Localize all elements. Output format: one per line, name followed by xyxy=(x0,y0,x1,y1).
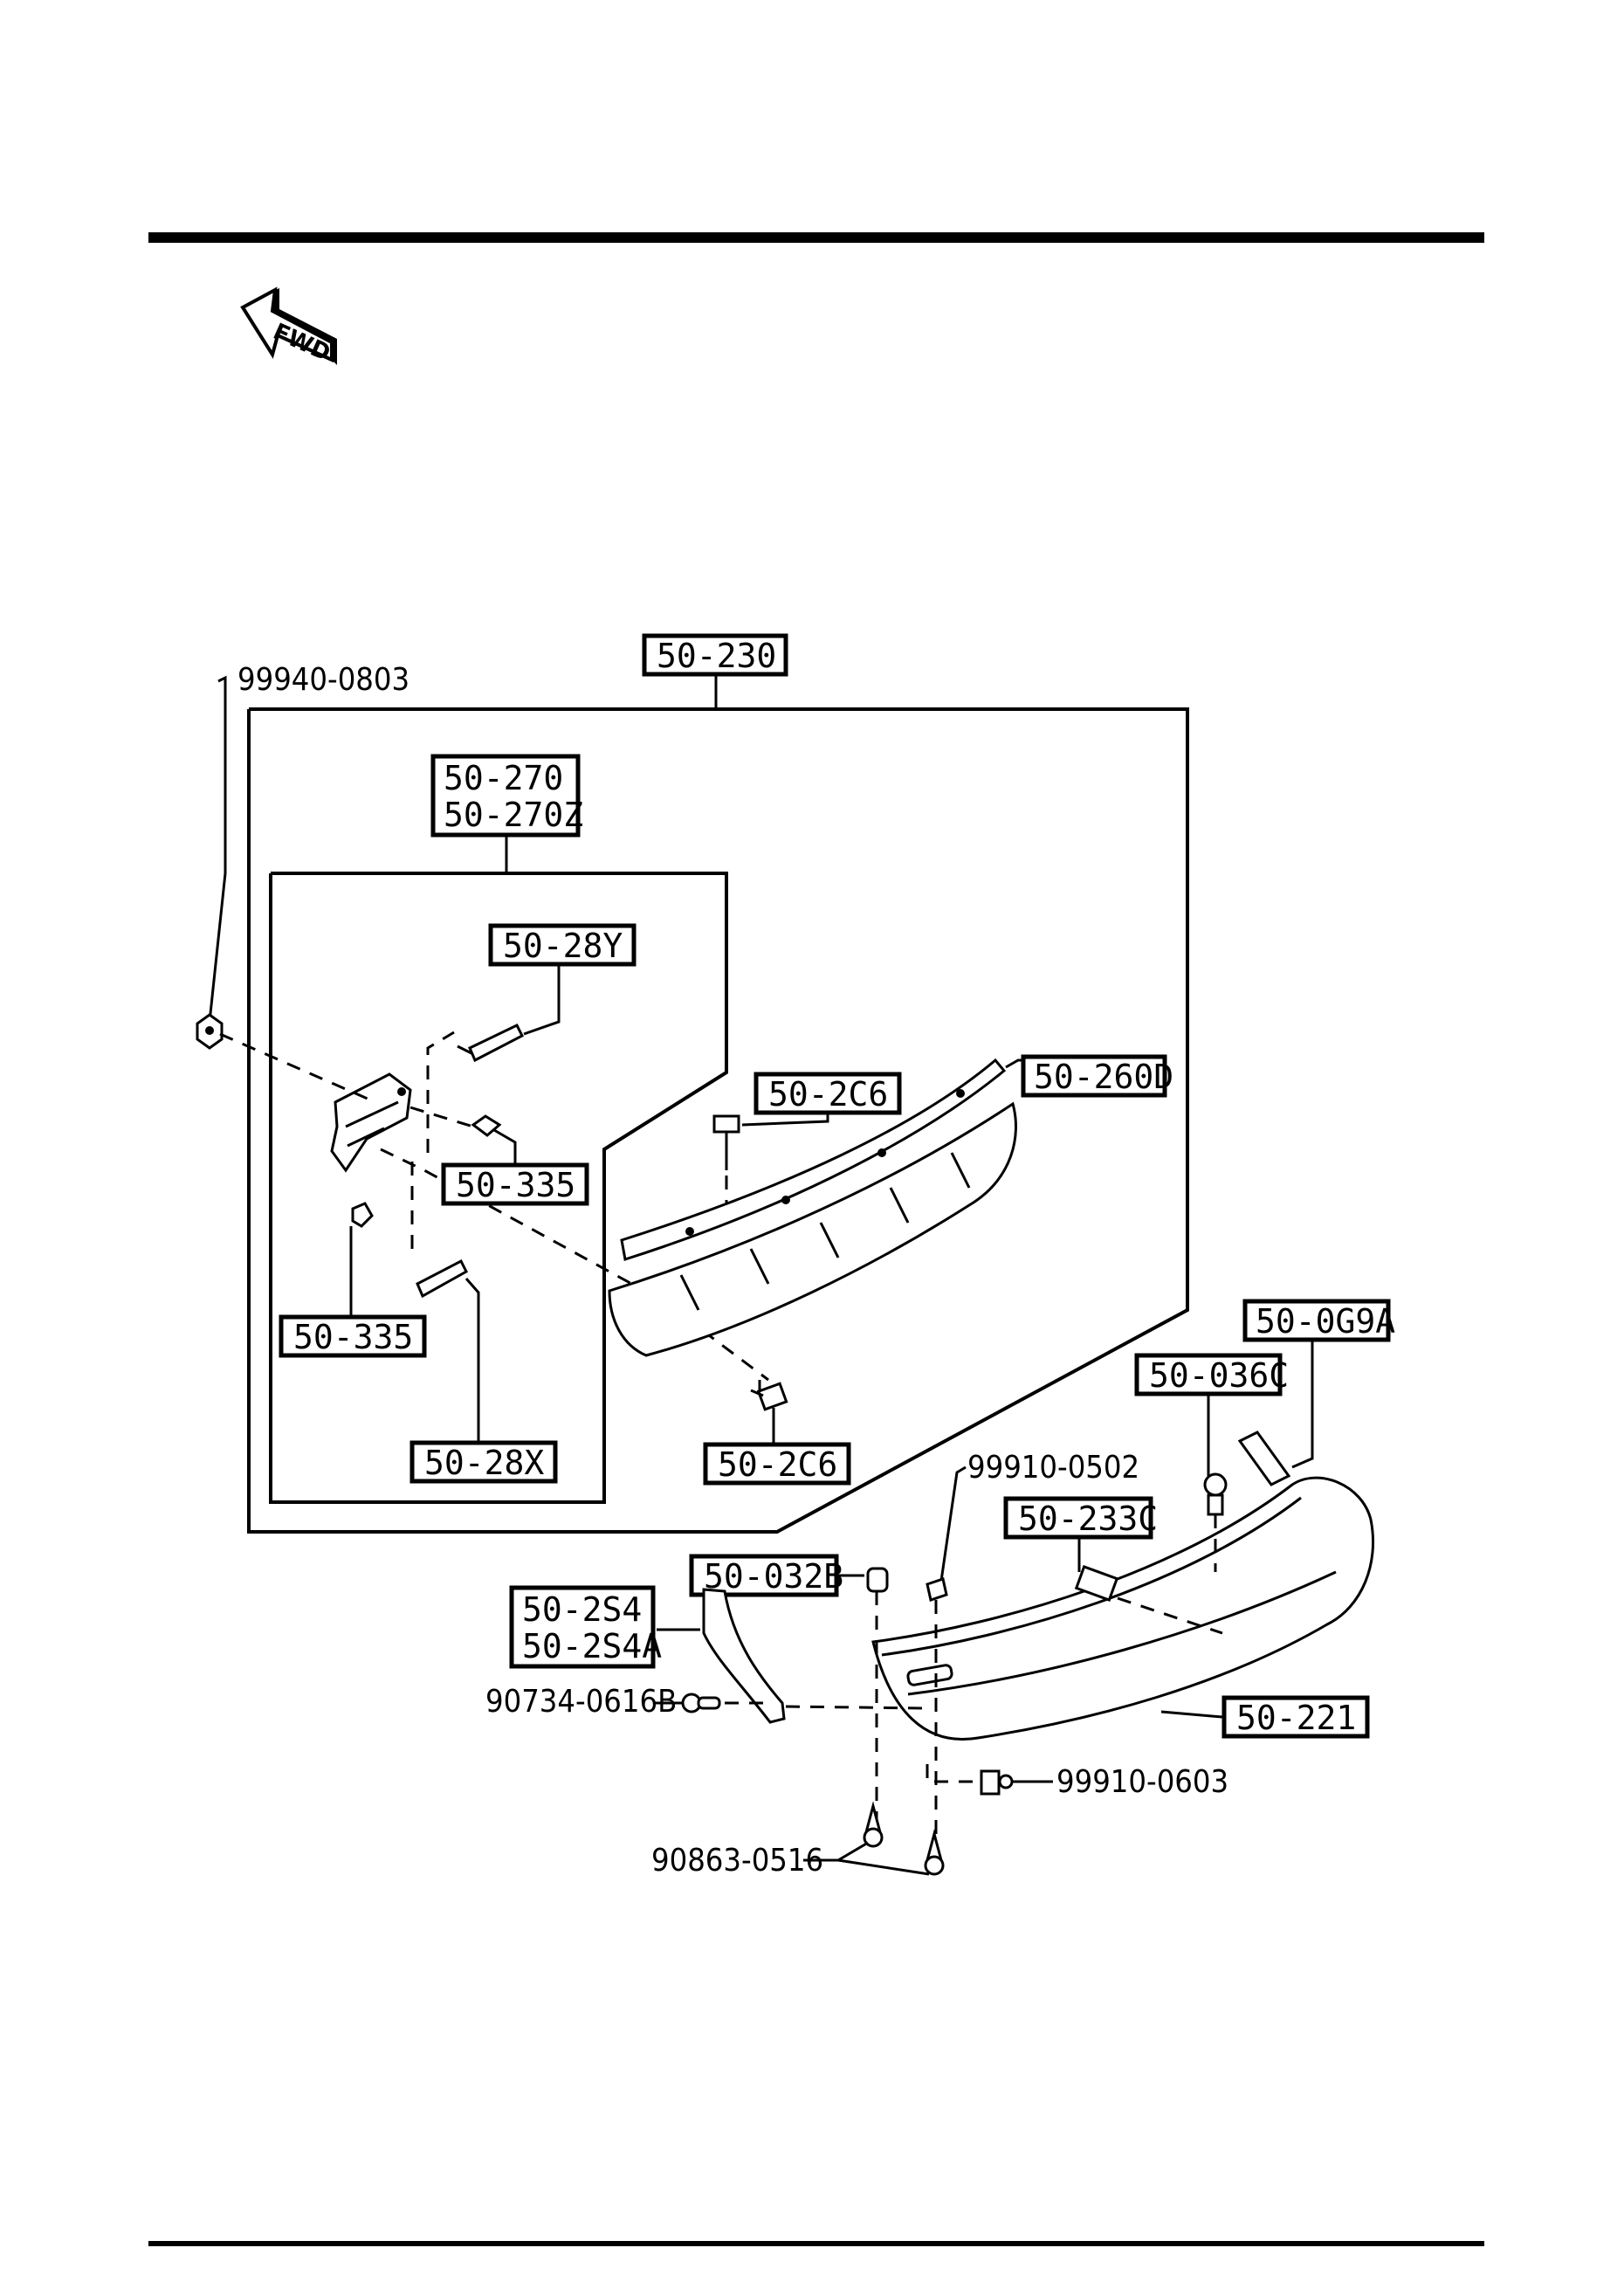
group-outline-50-230 xyxy=(247,707,1189,1534)
label-99940-0803: 99940-0803 xyxy=(237,662,409,698)
bolt-50-2c6-upper xyxy=(712,1114,740,1170)
label-50-335-lower: 50-335 xyxy=(293,1318,413,1356)
label-50-270z: 50-270Z xyxy=(444,796,583,834)
clip-50-032b xyxy=(866,1567,889,1593)
callout-50-260d xyxy=(1021,1054,1167,1098)
nut-99910-0502 xyxy=(926,1577,948,1602)
callout-50-2s4 xyxy=(509,1585,656,1669)
clip-50-233c xyxy=(1074,1565,1119,1602)
bottom-rule xyxy=(148,2241,1484,2246)
nut-99910-0603 xyxy=(980,1769,1014,1796)
label-50-28y: 50-28Y xyxy=(503,927,623,965)
callout-50-270 xyxy=(430,754,581,838)
top-rule xyxy=(148,232,1484,243)
clip-50-036c xyxy=(1203,1472,1228,1516)
label-90734-0616b: 90734-0616B xyxy=(485,1684,677,1720)
callout-50-032b xyxy=(689,1554,839,1597)
label-50-032b: 50-032B xyxy=(704,1557,843,1596)
bolt-50-2c6-lower xyxy=(750,1382,788,1411)
label-50-233c: 50-233C xyxy=(1018,1500,1158,1538)
callout-50-335-upper xyxy=(441,1162,589,1206)
reflector-50-0g9a xyxy=(1237,1431,1291,1486)
label-50-2s4: 50-2S4 xyxy=(522,1590,642,1629)
screw-90734-0616b xyxy=(681,1693,721,1713)
screw-90863-0516-left xyxy=(863,1801,884,1848)
label-50-221: 50-221 xyxy=(1236,1699,1356,1737)
label-50-2s4a: 50-2S4A xyxy=(522,1627,662,1665)
callout-50-28y xyxy=(488,923,637,967)
leader-99940-0803 xyxy=(208,675,227,1023)
label-50-036c: 50-036C xyxy=(1149,1356,1289,1395)
label-50-335-upper: 50-335 xyxy=(456,1166,575,1204)
energy-absorber xyxy=(608,1101,1017,1357)
clip-50-335-lower xyxy=(351,1202,374,1228)
bumper-cover-50-221 xyxy=(871,1476,1375,1741)
label-50-270: 50-270 xyxy=(444,759,563,797)
callout-50-0g9a xyxy=(1242,1299,1391,1342)
label-90863-0516: 90863-0516 xyxy=(651,1843,823,1879)
label-50-2c6-upper: 50-2C6 xyxy=(768,1075,888,1114)
label-50-230: 50-230 xyxy=(657,637,776,675)
bracket-50-2s4 xyxy=(702,1588,786,1724)
label-50-28x: 50-28X xyxy=(424,1444,544,1482)
label-99910-0603: 99910-0603 xyxy=(1056,1764,1228,1800)
fwd-arrow-icon: FWD xyxy=(240,286,337,367)
label-50-260d: 50-260D xyxy=(1034,1058,1173,1096)
callout-50-28x xyxy=(409,1440,558,1484)
label-50-2c6-lower: 50-2C6 xyxy=(718,1445,837,1484)
callout-50-2c6-lower xyxy=(703,1442,851,1486)
label-99910-0502: 99910-0502 xyxy=(967,1450,1139,1486)
callout-50-036c xyxy=(1134,1353,1283,1396)
retainer-50-28x xyxy=(416,1258,468,1299)
clip-50-335-upper xyxy=(471,1114,502,1137)
label-50-0g9a: 50-0G9A xyxy=(1256,1302,1395,1341)
nut-99940-0803 xyxy=(196,1013,224,1050)
group-outline-50-270 xyxy=(269,872,728,1504)
reinforcement-50-260d xyxy=(620,1058,1007,1261)
bracket-part xyxy=(330,1072,412,1173)
screw-90863-0516-right xyxy=(924,1829,945,1876)
callout-50-335-lower xyxy=(279,1314,427,1358)
retainer-50-28y xyxy=(457,1024,525,1063)
callout-50-221 xyxy=(1221,1695,1370,1739)
